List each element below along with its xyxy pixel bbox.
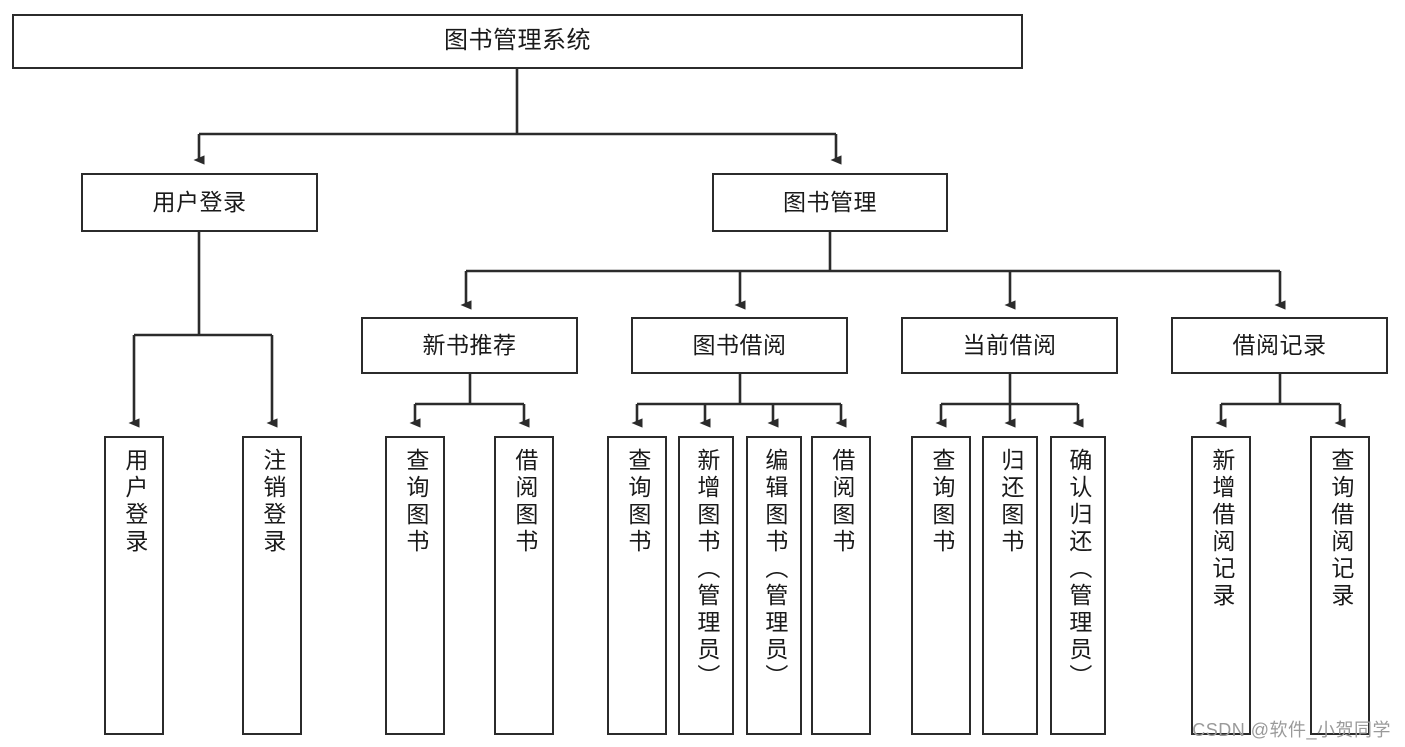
node-leaf-add-book[interactable]: 新增图书（管理员）	[678, 436, 734, 735]
node-leaf-edit-book[interactable]: 编辑图书（管理员）	[746, 436, 802, 735]
node-leaf-query-book-2[interactable]: 查询图书	[607, 436, 667, 735]
node-label: 查询借阅记录	[1327, 448, 1354, 610]
node-label: 用户登录	[152, 188, 247, 215]
node-label: 新增借阅记录	[1208, 448, 1235, 610]
node-label: 新书推荐	[422, 331, 517, 358]
node-label: 查询图书	[928, 448, 955, 556]
node-leaf-add-borrow-record[interactable]: 新增借阅记录	[1191, 436, 1251, 735]
node-book-management[interactable]: 图书管理	[712, 173, 948, 232]
node-label: 借阅图书	[511, 448, 538, 556]
node-book-borrow[interactable]: 图书借阅	[631, 317, 848, 374]
node-root-book-management-system[interactable]: 图书管理系统	[12, 14, 1023, 69]
node-current-borrow[interactable]: 当前借阅	[901, 317, 1118, 374]
node-label: 当前借阅	[962, 331, 1057, 358]
node-leaf-return-book[interactable]: 归还图书	[982, 436, 1038, 735]
node-label: 图书借阅	[692, 331, 787, 358]
node-leaf-borrow-book-2[interactable]: 借阅图书	[811, 436, 871, 735]
node-label: 归还图书	[997, 448, 1024, 556]
watermark: CSDN @软件_小贺同学	[1192, 720, 1391, 740]
node-borrow-record[interactable]: 借阅记录	[1171, 317, 1388, 374]
node-label: 编辑图书（管理员）	[761, 448, 788, 691]
node-leaf-logout-login[interactable]: 注销登录	[242, 436, 302, 735]
node-label: 新增图书（管理员）	[693, 448, 720, 691]
node-label: 图书管理系统	[444, 27, 591, 55]
node-leaf-user-login[interactable]: 用户登录	[104, 436, 164, 735]
node-leaf-confirm-return[interactable]: 确认归还（管理员）	[1050, 436, 1106, 735]
node-leaf-query-book-1[interactable]: 查询图书	[385, 436, 445, 735]
node-leaf-query-book-3[interactable]: 查询图书	[911, 436, 971, 735]
node-label: 注销登录	[259, 448, 286, 556]
node-label: 图书管理	[783, 188, 877, 215]
node-leaf-query-borrow-record[interactable]: 查询借阅记录	[1310, 436, 1370, 735]
node-leaf-borrow-book-1[interactable]: 借阅图书	[494, 436, 554, 735]
node-label: 借阅记录	[1232, 331, 1327, 358]
node-label: 查询图书	[402, 448, 429, 556]
node-label: 用户登录	[121, 448, 148, 556]
node-user-login[interactable]: 用户登录	[81, 173, 318, 232]
node-label: 借阅图书	[828, 448, 855, 556]
node-new-book-recommend[interactable]: 新书推荐	[361, 317, 578, 374]
node-label: 查询图书	[624, 448, 651, 556]
node-label: 确认归还（管理员）	[1065, 448, 1092, 691]
